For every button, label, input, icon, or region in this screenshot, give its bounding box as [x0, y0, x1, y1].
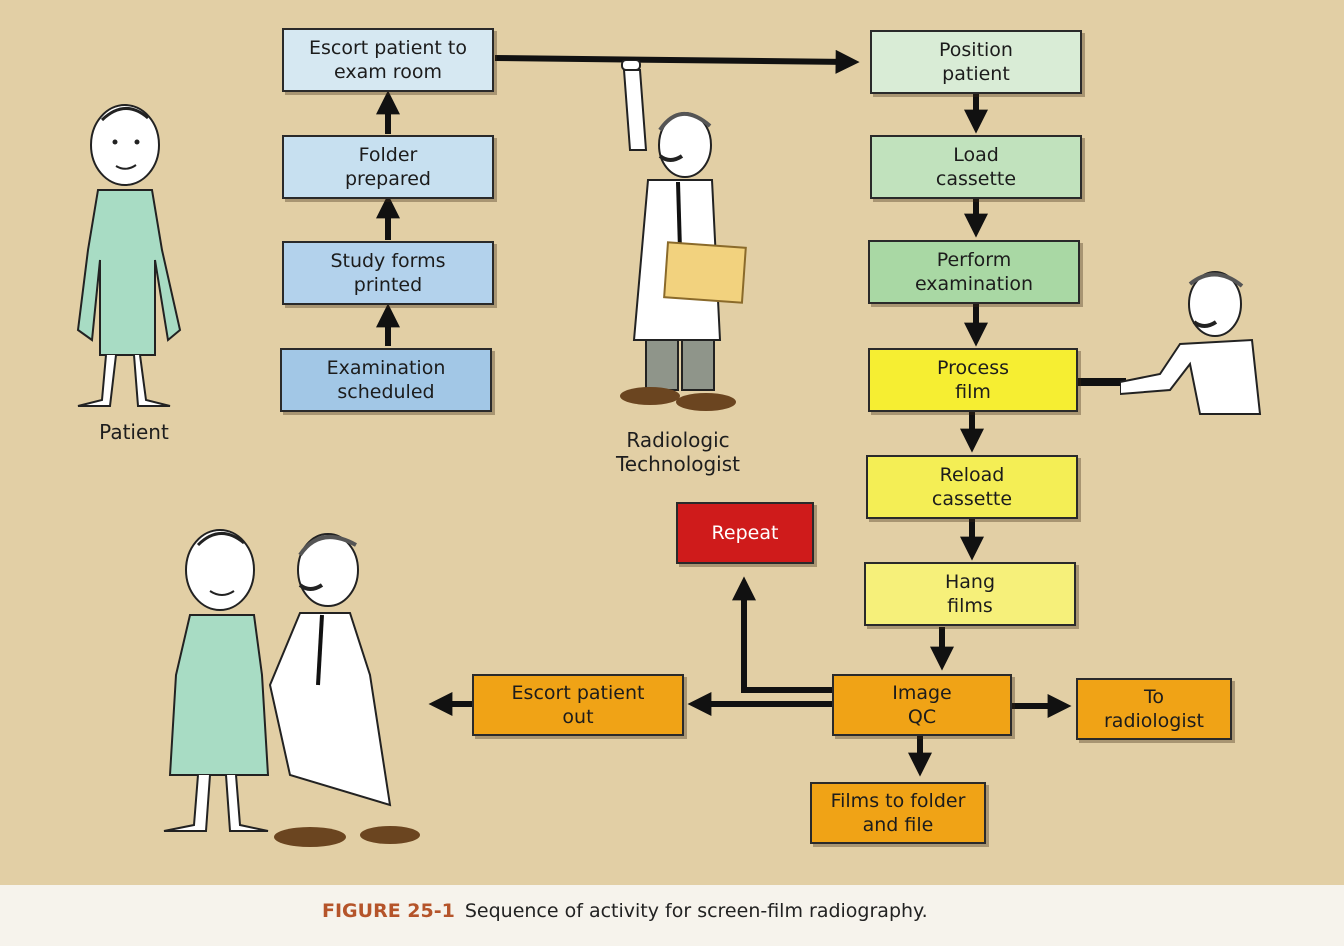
patient-label: Patient — [99, 420, 169, 444]
technologist-illustration — [620, 60, 747, 411]
technologist-label: Radiologic Technologist — [615, 428, 740, 476]
box-position-patient: Position patient — [870, 30, 1082, 94]
box-escort-patient-to-exam-room: Escort patient to exam room — [282, 28, 494, 92]
box-image-qc: Image QC — [832, 674, 1012, 736]
flow-arrows — [376, 49, 1126, 777]
patient-illustration — [76, 104, 182, 407]
process-bar — [1078, 378, 1126, 386]
caption-area — [0, 885, 1344, 946]
box-load-cassette: Load cassette — [870, 135, 1082, 199]
arrow-escort-to-position — [494, 49, 860, 74]
arrow-qc-to-repeat — [732, 576, 832, 693]
figure-caption: FIGURE 25-1 Sequence of activity for scre… — [322, 900, 928, 922]
box-hang-films: Hang films — [864, 562, 1076, 626]
box-examination-scheduled: Examination scheduled — [280, 348, 492, 412]
box-to-radiologist: To radiologist — [1076, 678, 1232, 740]
box-folder-prepared: Folder prepared — [282, 135, 494, 199]
radiologist-illustration — [1120, 271, 1262, 415]
flowchart-figure: Escort patient to exam room Folder prepa… — [0, 0, 1344, 885]
box-repeat: Repeat — [676, 502, 814, 564]
box-process-film: Process film — [868, 348, 1078, 412]
box-films-to-folder-and-file: Films to folder and file — [810, 782, 986, 844]
box-study-forms-printed: Study forms printed — [282, 241, 494, 305]
box-escort-patient-out: Escort patient out — [472, 674, 684, 736]
box-reload-cassette: Reload cassette — [866, 455, 1078, 519]
escort-illustration — [163, 529, 420, 847]
caption-text: Sequence of activity for screen-film rad… — [464, 900, 928, 922]
box-perform-examination: Perform examination — [868, 240, 1080, 304]
caption-number: FIGURE 25-1 — [322, 900, 455, 922]
